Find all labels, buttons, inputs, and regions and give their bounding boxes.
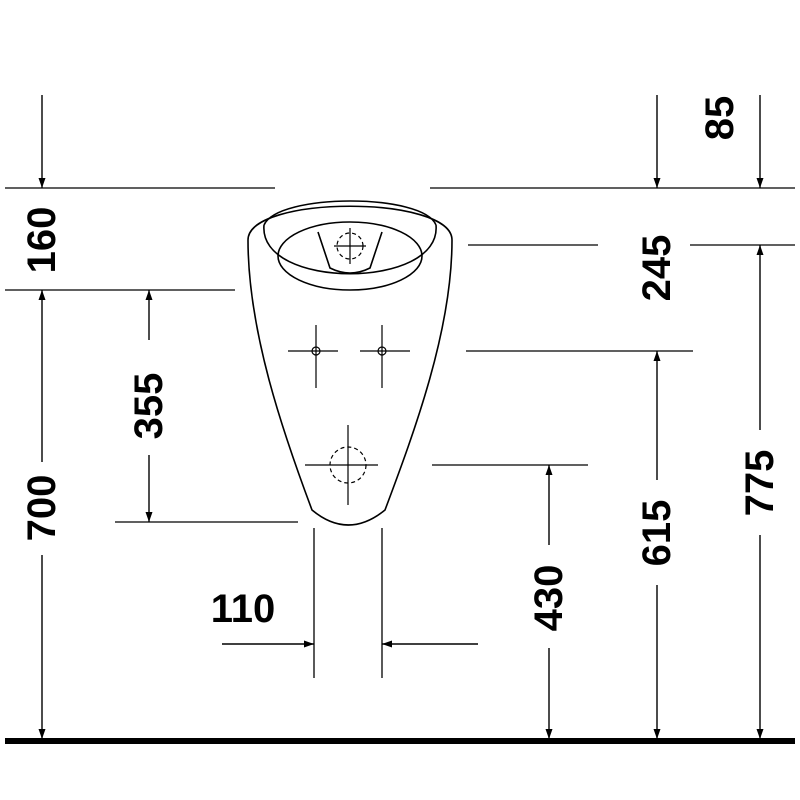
dimension-lines: [38, 95, 764, 739]
waste-outlet-bottom-icon: [305, 425, 378, 505]
urinal-spreader: [317, 231, 383, 274]
dim-label-245: 245: [635, 235, 679, 302]
dim-label-160: 160: [20, 207, 64, 274]
urinal-bowl-inner: [263, 200, 437, 226]
dim-label-700: 700: [20, 475, 64, 542]
dim-label-355: 355: [127, 373, 171, 440]
dimension-labels: 160 700 355 110 430 615 775 245 85: [20, 96, 782, 632]
extension-lines: [5, 187, 795, 678]
urinal-basin: [277, 221, 423, 291]
fixing-left-icon: [288, 325, 338, 388]
dim-label-615: 615: [635, 500, 679, 567]
fixing-right-icon: [360, 325, 410, 388]
waste-outlet-top-icon: [334, 228, 366, 264]
fixing-points: [288, 228, 410, 505]
dim-label-430: 430: [527, 565, 571, 632]
urinal-body: [247, 200, 453, 526]
dim-label-85: 85: [698, 96, 742, 141]
dim-label-110: 110: [211, 587, 276, 631]
dim-label-775: 775: [738, 450, 782, 517]
urinal-outer-contour: [247, 205, 453, 526]
